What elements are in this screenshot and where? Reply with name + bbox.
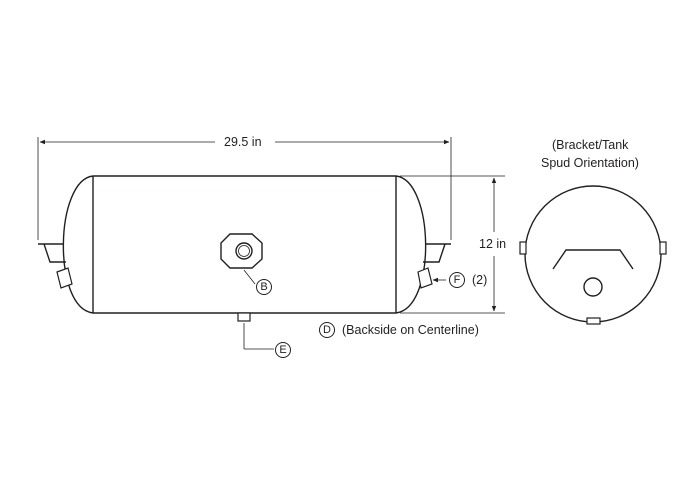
callout-f-note: (2) [472, 273, 488, 287]
end-view-caption-line2: Spud Orientation) [541, 156, 639, 170]
callout-d: D [319, 322, 335, 338]
spud-f-right [417, 267, 433, 289]
bracket-left [38, 243, 66, 263]
tank-side-view [62, 175, 427, 314]
end-view-caption-line1: (Bracket/Tank [552, 138, 629, 152]
spud-b [220, 233, 263, 269]
spud-f-left [56, 267, 73, 289]
length-label: 29.5 in [224, 135, 262, 149]
bracket-right [423, 243, 451, 263]
callout-b: B [256, 279, 272, 295]
length-dimension [37, 137, 452, 240]
callout-d-note: (Backside on Centerline) [342, 323, 479, 337]
diameter-label: 12 in [479, 237, 507, 251]
diameter-dimension [400, 175, 505, 314]
spud-e [237, 312, 274, 350]
callout-f: F [449, 272, 465, 288]
tank-end-view [519, 185, 667, 325]
callout-e: E [275, 342, 291, 358]
leader-b [243, 269, 256, 285]
